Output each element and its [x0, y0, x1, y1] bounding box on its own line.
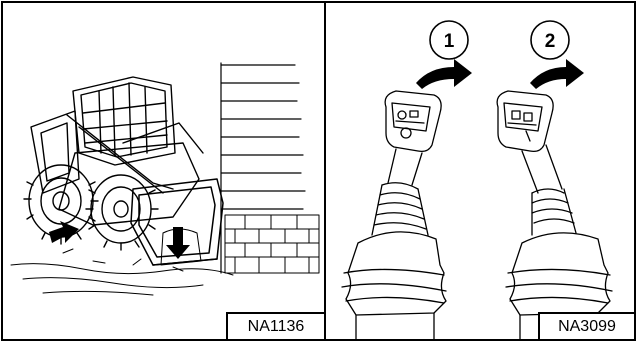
motion-arrows: [49, 221, 190, 259]
figure-code-label: NA1136: [226, 312, 324, 339]
callout-2: 2: [531, 21, 569, 59]
joystick-controls-illustration: 1 2: [326, 3, 634, 339]
wall-siding: [221, 63, 305, 273]
joystick-left: [342, 91, 446, 339]
ground-lines: [11, 249, 233, 295]
arrow-right-icon-2: [530, 59, 584, 89]
figure-panel-joysticks: 1 2: [324, 1, 636, 341]
callout-number-2: 2: [545, 31, 556, 52]
figure-code-label: NA3099: [538, 312, 634, 339]
skid-steer-loader-illustration: [3, 3, 324, 339]
brick-foundation: [225, 215, 319, 273]
joystick-right: [497, 91, 612, 339]
forward-arrow-icon: [49, 221, 79, 243]
callout-number-1: 1: [444, 31, 455, 52]
arrow-right-icon-1: [416, 59, 472, 89]
callout-1: 1: [430, 21, 468, 59]
figure-panel-loader: NA1136: [1, 1, 326, 341]
